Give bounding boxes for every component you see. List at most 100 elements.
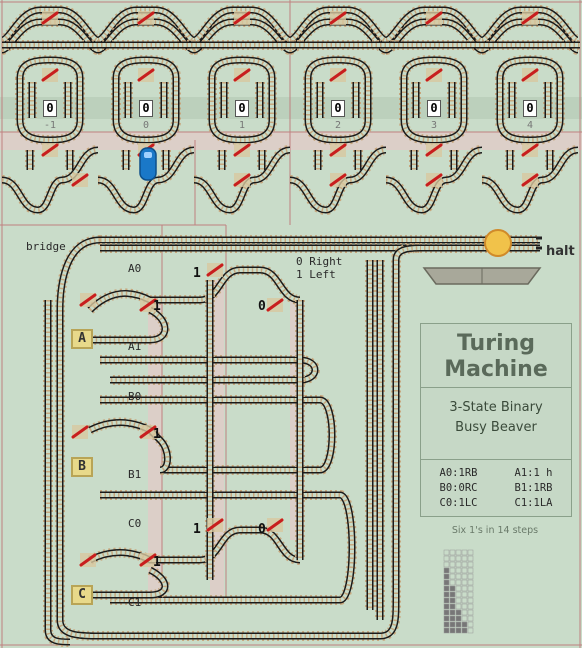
tape-index: -1 [43, 120, 57, 131]
history-cell [455, 573, 462, 580]
history-cell [461, 585, 468, 592]
direction-one-label: 1 Left [296, 268, 336, 281]
switch-lever [521, 173, 539, 187]
history-cell [443, 603, 450, 610]
history-cell [449, 609, 456, 616]
switch-lever [329, 143, 347, 157]
switch-lever [41, 68, 59, 82]
c-read-bit: 1 [153, 555, 161, 570]
history-cell [455, 609, 462, 616]
rule-row: B0:0RC B1:1RB [421, 481, 571, 496]
history-cell [443, 627, 450, 634]
history-cell [467, 585, 474, 592]
panel-subtitle-line1: 3-State Binary [449, 400, 543, 415]
history-cell [443, 555, 450, 562]
history-cell [449, 555, 456, 562]
state-a-box[interactable]: A [71, 329, 93, 349]
tape-band [0, 97, 582, 119]
history-cell [461, 573, 468, 580]
tape-cell[interactable]: 0 [139, 100, 153, 117]
panel-subtitle: 3-State Binary Busy Beaver [421, 398, 571, 438]
history-cell [449, 615, 456, 622]
switch-lever [139, 553, 157, 567]
c0-write-bit: 1 [193, 522, 201, 537]
switch-lever [137, 68, 155, 82]
state-a0-label: A0 [128, 262, 142, 275]
c-zero-bit: 0 [258, 522, 266, 537]
state-c0-label: C0 [128, 517, 142, 530]
tape-cell[interactable]: 0 [235, 100, 249, 117]
history-cell [449, 627, 456, 634]
switch-lever [329, 68, 347, 82]
history-cell [443, 609, 450, 616]
history-cell [461, 561, 468, 568]
rule-c1: C1:1LA [514, 497, 553, 509]
history-cell [443, 561, 450, 568]
switch-lever [71, 425, 89, 439]
switch-lever [266, 298, 284, 312]
switch-lever [41, 143, 59, 157]
switch-lever [79, 553, 97, 567]
history-cell [443, 567, 450, 574]
history-cell [443, 591, 450, 598]
tape-cell[interactable]: 0 [331, 100, 345, 117]
switch-lever [233, 68, 251, 82]
history-cell [467, 621, 474, 628]
history-cell [455, 549, 462, 556]
history-cell [455, 561, 462, 568]
history-cell [449, 579, 456, 586]
history-cell [461, 621, 468, 628]
state-c-box[interactable]: C [71, 585, 93, 605]
direction-zero-label: 0 Right [296, 255, 343, 268]
history-cell [467, 579, 474, 586]
switch-lever [521, 68, 539, 82]
history-cell [449, 573, 456, 580]
state-b1-label: B1 [128, 468, 142, 481]
history-cell [455, 567, 462, 574]
a-zero-bit: 0 [258, 299, 266, 314]
rule-b1: B1:1RB [514, 482, 553, 494]
tape-lower-band [0, 132, 582, 150]
state-a1-label: A1 [128, 340, 142, 353]
tape-cell[interactable]: 0 [523, 100, 537, 117]
history-cell [443, 579, 450, 586]
history-cell [455, 603, 462, 610]
rule-a0: A0:1RB [439, 467, 478, 479]
switch-lever [233, 11, 251, 25]
state-b0-label: B0 [128, 390, 142, 403]
history-cell [467, 609, 474, 616]
switch-lever [425, 143, 443, 157]
state-b-box[interactable]: B [71, 457, 93, 477]
panel-subtitle-line2: Busy Beaver [455, 420, 537, 435]
tape-index: 3 [430, 120, 438, 131]
tape-index: 2 [334, 120, 342, 131]
history-cell [443, 549, 450, 556]
switch-lever [41, 11, 59, 25]
history-cell [461, 591, 468, 598]
halt-label: halt [546, 244, 575, 259]
history-cell [443, 573, 450, 580]
history-cell [449, 591, 456, 598]
rule-table: A0:1RB A1:1 h B0:0RC B1:1RB C0:1LC C1:1L… [421, 459, 571, 511]
history-cell [455, 621, 462, 628]
history-cell [449, 597, 456, 604]
tape-cell[interactable]: 0 [427, 100, 441, 117]
switch-lever [139, 298, 157, 312]
history-cell [467, 603, 474, 610]
rule-row: C0:1LC C1:1LA [421, 496, 571, 511]
history-cell [443, 585, 450, 592]
switch-lever [425, 11, 443, 25]
panel-title: Turing Machine [421, 326, 571, 388]
switch-lever [139, 425, 157, 439]
a-read-bit: 1 [153, 299, 161, 314]
tape-cell[interactable]: 0 [43, 100, 57, 117]
tape-index: 4 [526, 120, 534, 131]
a0-write-bit: 1 [193, 266, 201, 281]
state-c1-label: C1 [128, 596, 142, 609]
switch-lever [71, 173, 89, 187]
switch-lever [79, 293, 97, 307]
history-cell [467, 597, 474, 604]
history-cell [443, 615, 450, 622]
history-cell [461, 615, 468, 622]
